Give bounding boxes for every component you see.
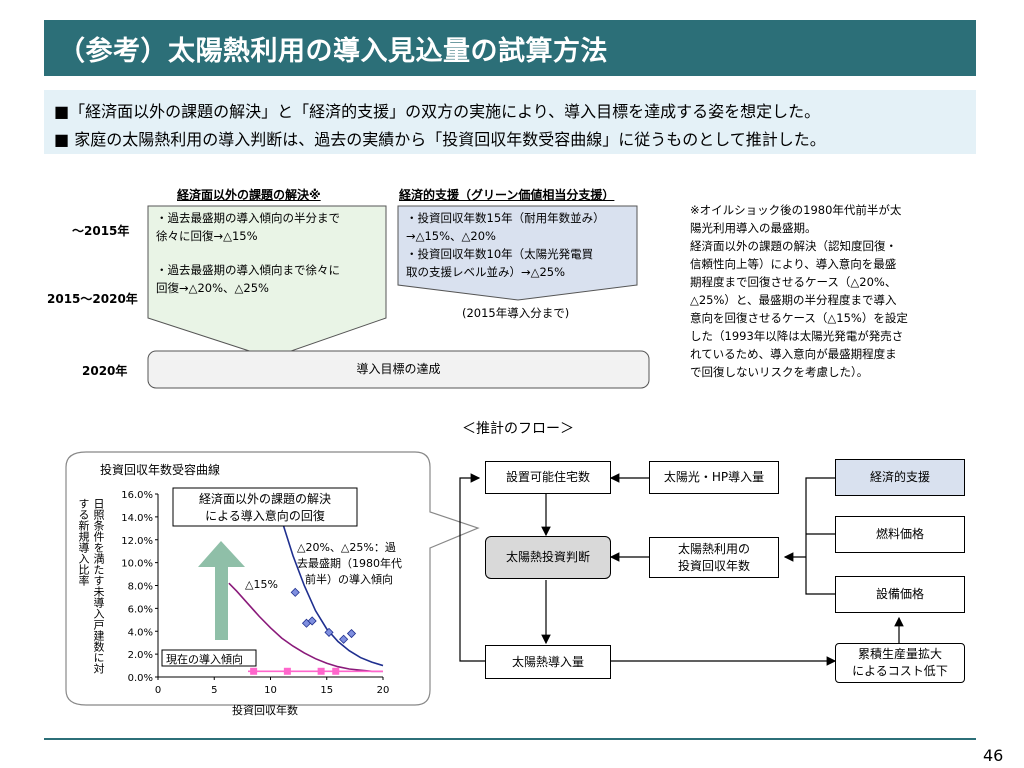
bullet-panel: ■「経済面以外の課題の解決」と「経済的支援」の双方の実施により、導入目標を達成す… <box>44 90 976 154</box>
col1-text-1: ・過去最盛期の導入傾向の半分まで <box>156 211 340 225</box>
annotation-20-25-2: 去最盛期（1980年代 <box>297 557 402 570</box>
cost-line-2: によるコスト低下 <box>852 664 948 678</box>
year-label-2015: ～2015年 <box>72 224 130 238</box>
y-tick-label: 6.0% <box>128 604 153 615</box>
target-label: 導入目標の達成 <box>356 362 441 376</box>
payback-line-1: 太陽熱利用の <box>677 541 750 556</box>
col2-header: 経済的支援（グリーン価値相当分支援） <box>399 188 615 202</box>
flow-payback-years: 太陽熱利用の 投資回収年数 <box>649 537 779 578</box>
note-line-8: した（1993年以降は太陽光発電が発売さ <box>690 329 904 343</box>
annotation-current: 現在の導入傾向 <box>166 653 243 666</box>
y-tick-label: 2.0% <box>128 650 153 661</box>
flow-fuel-price: 燃料価格 <box>835 516 965 553</box>
data-point <box>339 634 349 644</box>
col1-text-3: ・過去最盛期の導入傾向まで徐々に <box>156 263 340 277</box>
year-label-2015-2020: 2015～2020年 <box>47 292 138 306</box>
y-tick-label: 4.0% <box>128 627 153 638</box>
flow-economic-support: 経済的支援 <box>835 459 965 496</box>
annotation-15: △15% <box>245 578 278 591</box>
flow-solar-heat-volume: 太陽熱導入量 <box>485 645 611 679</box>
note-line-5: 期程度まで回復させるケース（△20%、 <box>690 275 897 289</box>
col2-text-1: ・投資回収年数15年（耐用年数並み） <box>406 211 605 225</box>
title-bar: （参考）太陽熱利用の導入見込量の試算方法 <box>44 20 976 76</box>
page-number: 46 <box>983 746 1004 765</box>
y-tick-label: 8.0% <box>128 582 153 593</box>
col2-text-4: 取の支援レベル並み）→△25% <box>406 265 566 279</box>
payback-line-2: 投資回収年数 <box>677 558 750 573</box>
callout-bubble <box>65 451 480 706</box>
col2-arrow-shape <box>397 205 638 301</box>
flow-pv-hp-volume: 太陽光・HP導入量 <box>649 461 779 494</box>
col2-text-3: ・投資回収年数10年（太陽光発電買 <box>406 247 594 261</box>
current-trend-box <box>161 649 257 667</box>
x-tick-label: 20 <box>377 685 390 696</box>
flow-installable-houses: 設置可能住宅数 <box>485 461 611 494</box>
y-tick-label: 0.0% <box>128 673 153 684</box>
data-point <box>324 627 334 637</box>
callout-text-1: 経済面以外の課題の解決 <box>198 492 331 506</box>
page-title: （参考）太陽熱利用の導入見込量の試算方法 <box>58 36 608 67</box>
recovery-arrow-shape <box>198 541 245 640</box>
x-tick-label: 10 <box>264 685 277 696</box>
x-tick-label: 15 <box>320 685 333 696</box>
bullet-2: ■ 家庭の太陽熱利用の導入判断は、過去の実績から「投資回収年数受容曲線」に従うも… <box>54 130 826 149</box>
col1-text-2: 徐々に回復→△15% <box>156 229 258 243</box>
note-line-3: 経済面以外の課題の解決（認知度回復・ <box>690 239 897 253</box>
x-tick-label: 0 <box>155 685 161 696</box>
callout-text-2: による導入意向の回復 <box>205 509 325 523</box>
annotation-20-25-1: △20%、△25%：過 <box>297 541 396 554</box>
flow-equipment-price: 設備価格 <box>835 576 965 613</box>
col1-text-4: 回復→△20%、△25% <box>156 281 269 295</box>
note-line-4: 信頼性向上等）により、導入意向を最盛 <box>690 257 897 271</box>
flow-cost-reduction: 累積生産量拡大 によるコスト低下 <box>835 643 965 683</box>
chart-ylabel: 日照条件を満たす未導入戸建数に対する新規導入比率 <box>77 498 105 674</box>
series-line-2 <box>228 582 383 673</box>
y-tick-label: 14.0% <box>121 513 153 524</box>
col2-text-2: →△15%、△20% <box>406 229 496 243</box>
year-label-2020: 2020年 <box>82 364 128 378</box>
chart-xlabel: 投資回収年数 <box>232 704 298 717</box>
col2-note: (2015年導入分まで) <box>462 306 570 320</box>
footer-line <box>44 738 976 740</box>
cost-line-1: 累積生産量拡大 <box>857 647 942 661</box>
data-point <box>346 628 357 639</box>
target-box-shape <box>147 350 650 389</box>
note-line-10: で回復しないリスクを考慮した）。 <box>690 365 869 379</box>
note-line-6: △25%）と、最盛期の半分程度まで導入 <box>690 293 897 307</box>
note-line-7: 意向を回復させるケース（△15%）を設定 <box>690 311 908 325</box>
data-point <box>290 587 300 597</box>
x-tick-label: 5 <box>211 685 217 696</box>
bullet-1: ■「経済面以外の課題の解決」と「経済的支援」の双方の実施により、導入目標を達成す… <box>54 102 821 121</box>
note-line-9: れているため、導入意向が最盛期程度ま <box>690 347 897 361</box>
note-line-2: 陽光利用導入の最盛期。 <box>690 221 817 235</box>
col1-header: 経済面以外の課題の解決※ <box>177 188 321 202</box>
y-tick-label: 10.0% <box>121 559 153 570</box>
data-point <box>307 616 317 626</box>
data-point <box>250 667 258 675</box>
note-line-1: ※オイルショック後の1980年代前半が太 <box>690 203 902 217</box>
flow-title: ＜推計のフロー＞ <box>462 421 574 437</box>
chart-title: 投資回収年数受容曲線 <box>100 463 221 477</box>
y-tick-label: 16.0% <box>121 490 153 501</box>
chart-plot: 0.0% 2.0% 4.0% 6.0% 8.0% 10.0% 12.0% 14.0% 16.0%… <box>121 490 389 696</box>
series-line-0 <box>273 493 384 667</box>
col1-arrow-shape <box>147 205 387 359</box>
callout-box <box>172 487 358 527</box>
data-point <box>283 667 291 675</box>
y-tick-label: 12.0% <box>121 536 153 547</box>
data-point <box>332 667 340 675</box>
flow-investment-decision: 太陽熱投資判断 <box>485 536 611 579</box>
data-point <box>317 667 325 675</box>
annotation-20-25-3: 前半）の導入傾向 <box>305 573 393 586</box>
